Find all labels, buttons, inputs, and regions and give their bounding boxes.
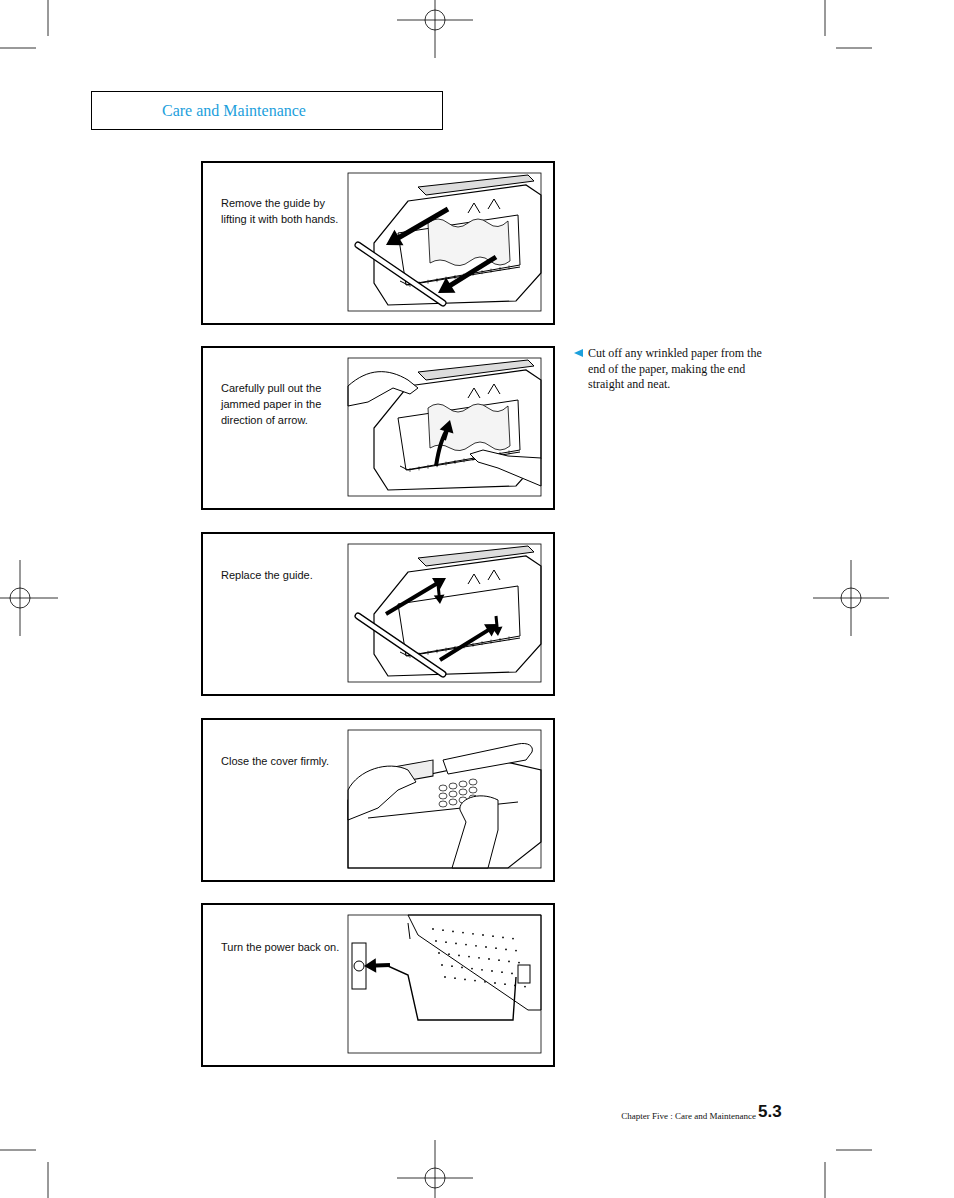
step-text: Remove the guide by lifting it with both… xyxy=(221,196,346,228)
step-panel: Replace the guide. xyxy=(201,532,555,696)
step-panel: Carefully pull out the jammed paper in t… xyxy=(201,346,555,510)
step-text: Turn the power back on. xyxy=(221,940,346,956)
step-text: Carefully pull out the jammed paper in t… xyxy=(221,381,346,429)
page-number: 5.3 xyxy=(758,1103,794,1122)
footer-text: Chapter Five : Care and Maintenance xyxy=(520,1111,756,1122)
step-panel: Remove the guide by lifting it with both… xyxy=(201,161,555,325)
step-illustration xyxy=(348,173,541,311)
step-panel: Turn the power back on. xyxy=(201,903,555,1067)
pointer-triangle xyxy=(574,349,583,357)
header-text: Care and Maintenance xyxy=(162,99,432,122)
step-illustration xyxy=(348,544,541,682)
step-illustration xyxy=(348,915,541,1053)
step-panel: Close the cover firmly. xyxy=(201,718,555,882)
section-header: Care and Maintenance xyxy=(91,91,443,130)
step-illustration xyxy=(348,730,541,868)
step-text: Close the cover firmly. xyxy=(221,754,346,770)
crop-marks xyxy=(0,0,889,1198)
step-illustration xyxy=(348,358,541,496)
step-text: Replace the guide. xyxy=(221,568,346,584)
side-note: Cut off any wrinkled paper from the end … xyxy=(588,346,770,393)
